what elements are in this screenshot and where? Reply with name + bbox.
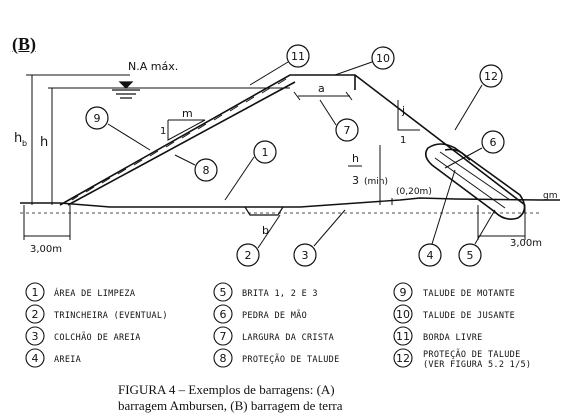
legend-num-6: 6 <box>220 308 227 321</box>
legend-col-3: 9 TALUDE DE MOTANTE 10 TALUDE DE JUSANTE… <box>393 282 531 370</box>
crest-width-marker <box>293 91 353 101</box>
legend-num-12: 12 <box>396 352 410 365</box>
callout-num-12: 12 <box>484 70 498 83</box>
callout-num-3: 3 <box>302 249 309 262</box>
legend-num-3: 3 <box>32 330 39 343</box>
dim-h3-num: h <box>352 152 359 165</box>
caption-line-1: FIGURA 4 – Exemplos de barragens: (A) <box>118 382 335 397</box>
dam-body <box>59 74 526 206</box>
legend-col-1: 1 ÁREA DE LIMPEZA 2 TRINCHEIRA (EVENTUAL… <box>25 282 168 368</box>
callout-num-1: 1 <box>262 146 269 159</box>
ground-line <box>20 197 560 214</box>
legend-text-7: LARGURA DA CRISTA <box>242 333 334 343</box>
figure-caption: FIGURA 4 – Exemplos de barragens: (A) ba… <box>118 382 458 414</box>
legend-text-9: TALUDE DE MOTANTE <box>423 289 515 299</box>
legend: 1 ÁREA DE LIMPEZA 2 TRINCHEIRA (EVENTUAL… <box>25 282 531 370</box>
callout-num-5: 5 <box>467 249 474 262</box>
legend-num-1: 1 <box>32 286 39 299</box>
legend-num-9: 9 <box>400 286 407 299</box>
legend-num-8: 8 <box>220 352 227 365</box>
legend-text-2: TRINCHEIRA (EVENTUAL) <box>54 311 168 321</box>
legend-text-12-extra: (VER FIGURA 5.2 1/5) <box>423 360 531 370</box>
callout-10 <box>371 46 395 70</box>
callout-num-6: 6 <box>490 136 497 149</box>
callout-7 <box>335 118 359 142</box>
height-dimension-lines <box>23 74 526 240</box>
callout-2 <box>236 243 260 267</box>
callout-8 <box>194 158 218 182</box>
dim-300-right: 3,00m <box>510 238 542 249</box>
callout-circles <box>85 44 505 267</box>
callout-num-9: 9 <box>94 112 101 125</box>
legend-num-2: 2 <box>32 308 39 321</box>
legend-text-1: ÁREA DE LIMPEZA <box>54 287 135 299</box>
callout-num-4: 4 <box>427 249 434 262</box>
legend-text-10: TALUDE DE JUSANTE <box>423 311 515 321</box>
callout-5 <box>458 243 482 267</box>
dim-hb-sub: b <box>22 139 27 148</box>
legend-text-3: COLCHÃO DE AREIA <box>54 332 141 343</box>
legend-num-5: 5 <box>220 286 227 299</box>
dimension-labels: N.A máx. h b h m 1 a j 1 h 3 (min) (0,20… <box>14 60 557 255</box>
water-level-symbol <box>112 81 140 99</box>
dam-cross-section-diagram: 11 10 12 9 8 1 7 6 2 3 4 5 N.A máx. h b … <box>14 44 560 370</box>
caption-line-2: barragem Ambursen, (B) barragem de terra <box>118 398 343 413</box>
legend-text-8: PROTEÇÃO DE TALUDE <box>242 354 340 365</box>
legend-text-12: PROTEÇÃO DE TALUDE <box>423 349 521 360</box>
legend-text-5: BRITA 1, 2 E 3 <box>242 289 318 299</box>
callout-12 <box>479 64 503 88</box>
legend-num-11: 11 <box>396 330 410 343</box>
legend-num-7: 7 <box>220 330 227 343</box>
dim-m: m <box>182 107 193 120</box>
callout-1 <box>253 140 277 164</box>
dim-one-left: 1 <box>160 126 166 137</box>
dim-j: j <box>401 104 405 117</box>
dim-300-left: 3,00m <box>30 244 62 255</box>
water-level-label: N.A máx. <box>128 60 178 73</box>
toe-drain <box>424 143 526 220</box>
dim-a: a <box>318 82 325 95</box>
callout-numbers: 11 10 12 9 8 1 7 6 2 3 4 5 <box>94 50 499 262</box>
trench <box>244 206 284 216</box>
legend-num-10: 10 <box>396 308 410 321</box>
callout-3 <box>293 243 317 267</box>
dim-h3-min: (min) <box>364 177 388 187</box>
legend-text-4: AREIA <box>54 355 81 365</box>
dim-gm: gm <box>543 191 557 201</box>
callout-num-2: 2 <box>245 249 252 262</box>
callout-leader-lines <box>107 61 496 249</box>
dim-hb: h <box>14 131 22 146</box>
dim-one-right: 1 <box>400 135 406 146</box>
callout-6 <box>481 130 505 154</box>
legend-text-6: PEDRA DE MÃO <box>242 310 307 321</box>
callout-num-7: 7 <box>344 124 351 137</box>
legend-text-11: BORDA LIVRE <box>423 333 483 343</box>
callout-num-10: 10 <box>376 52 390 65</box>
legend-num-4: 4 <box>32 352 39 365</box>
callout-9 <box>85 106 109 130</box>
callout-11 <box>286 44 310 68</box>
dim-h3-den: 3 <box>352 174 359 187</box>
dim-020: (0,20m) <box>396 187 432 197</box>
callout-num-11: 11 <box>291 50 305 63</box>
figure-label: (B) <box>12 34 36 54</box>
legend-col-2: 5 BRITA 1, 2 E 3 6 PEDRA DE MÃO 7 LARGUR… <box>213 282 340 368</box>
callout-4 <box>418 243 442 267</box>
callout-num-8: 8 <box>203 164 210 177</box>
upstream-slope-protection <box>71 78 287 201</box>
dim-h: h <box>40 135 48 150</box>
dim-b: b <box>262 224 269 237</box>
slope-ratio-markers <box>167 100 420 141</box>
